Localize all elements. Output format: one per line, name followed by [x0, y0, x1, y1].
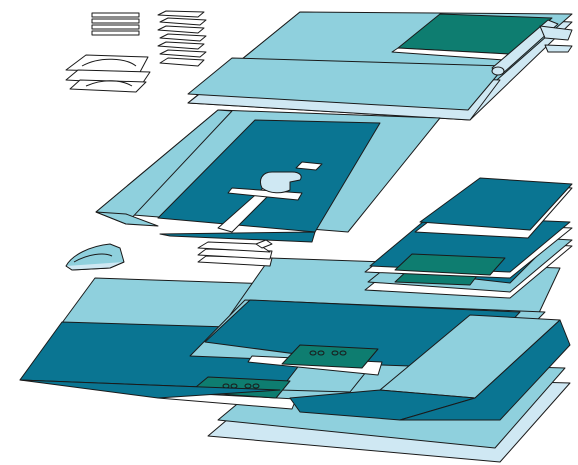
gauze-pad-stack-icon: [65, 54, 151, 93]
fenestrated-drape-sheet: [95, 109, 441, 243]
small-pack-stack-icon: [197, 239, 273, 267]
arm-board: [217, 161, 323, 233]
top-drape-sheet: [187, 11, 573, 121]
pad-holes-bottom: [222, 383, 260, 389]
pad-holes-middle: [309, 350, 347, 356]
towel-stack-icon: [91, 12, 140, 36]
rolled-edge: [491, 19, 573, 76]
gown-icon: [65, 243, 125, 271]
side-drape-stack: [364, 177, 573, 299]
folded-sheet-stack-icon: [157, 10, 207, 67]
middle-drape-sheet: [189, 257, 571, 421]
